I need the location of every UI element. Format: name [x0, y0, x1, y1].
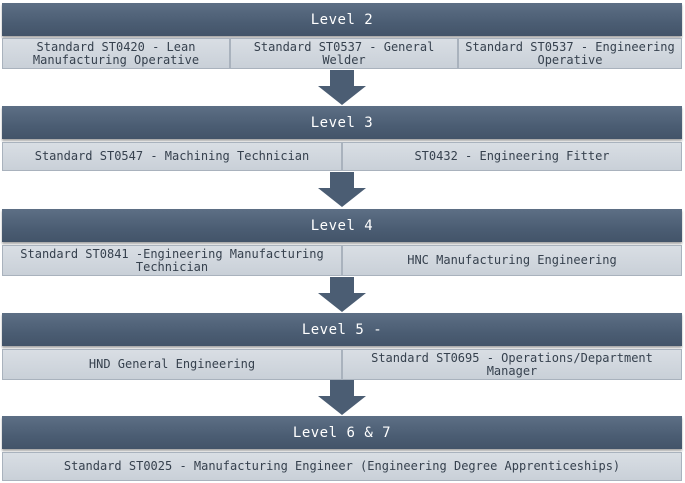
- level-2-block: Level 2 Standard ST0420 - Lean Manufactu…: [2, 3, 682, 69]
- down-arrow-icon: [318, 277, 366, 312]
- level-6-7-header: Level 6 & 7: [2, 416, 682, 449]
- level-3-item-1: Standard ST0547 - Machining Technician: [2, 142, 342, 171]
- level-4-header: Level 4: [2, 209, 682, 242]
- level-3-block: Level 3 Standard ST0547 - Machining Tech…: [2, 106, 682, 171]
- level-2-item-3: Standard ST0537 - Engineering Operative: [458, 38, 682, 69]
- level-5-item-2: Standard ST0695 - Operations/Department …: [342, 349, 682, 380]
- level-4-item-1: Standard ST0841 -Engineering Manufacturi…: [2, 245, 342, 276]
- down-arrow-icon: [318, 70, 366, 105]
- level-2-title: Level 2: [310, 11, 374, 28]
- level-4-item-2: HNC Manufacturing Engineering: [342, 245, 682, 276]
- level-3-title: Level 3: [310, 114, 374, 131]
- level-6-7-item-1: Standard ST0025 - Manufacturing Engineer…: [2, 452, 682, 481]
- level-2-item-2: Standard ST0537 - General Welder: [230, 38, 458, 69]
- level-5-header: Level 5 -: [2, 313, 682, 346]
- level-6-7-block: Level 6 & 7 Standard ST0025 - Manufactur…: [2, 416, 682, 481]
- level-2-header: Level 2: [2, 3, 682, 36]
- down-arrow-icon: [318, 380, 366, 415]
- level-3-header: Level 3: [2, 106, 682, 139]
- level-5-block: Level 5 - HND General Engineering Standa…: [2, 313, 682, 380]
- level-3-item-2: ST0432 - Engineering Fitter: [342, 142, 682, 171]
- down-arrow-icon: [318, 172, 366, 207]
- level-2-item-1: Standard ST0420 - Lean Manufacturing Ope…: [2, 38, 230, 69]
- level-6-7-title: Level 6 & 7: [292, 424, 392, 441]
- level-5-title: Level 5 -: [301, 321, 383, 338]
- level-4-title: Level 4: [310, 217, 374, 234]
- level-5-item-1: HND General Engineering: [2, 349, 342, 380]
- level-4-block: Level 4 Standard ST0841 -Engineering Man…: [2, 209, 682, 276]
